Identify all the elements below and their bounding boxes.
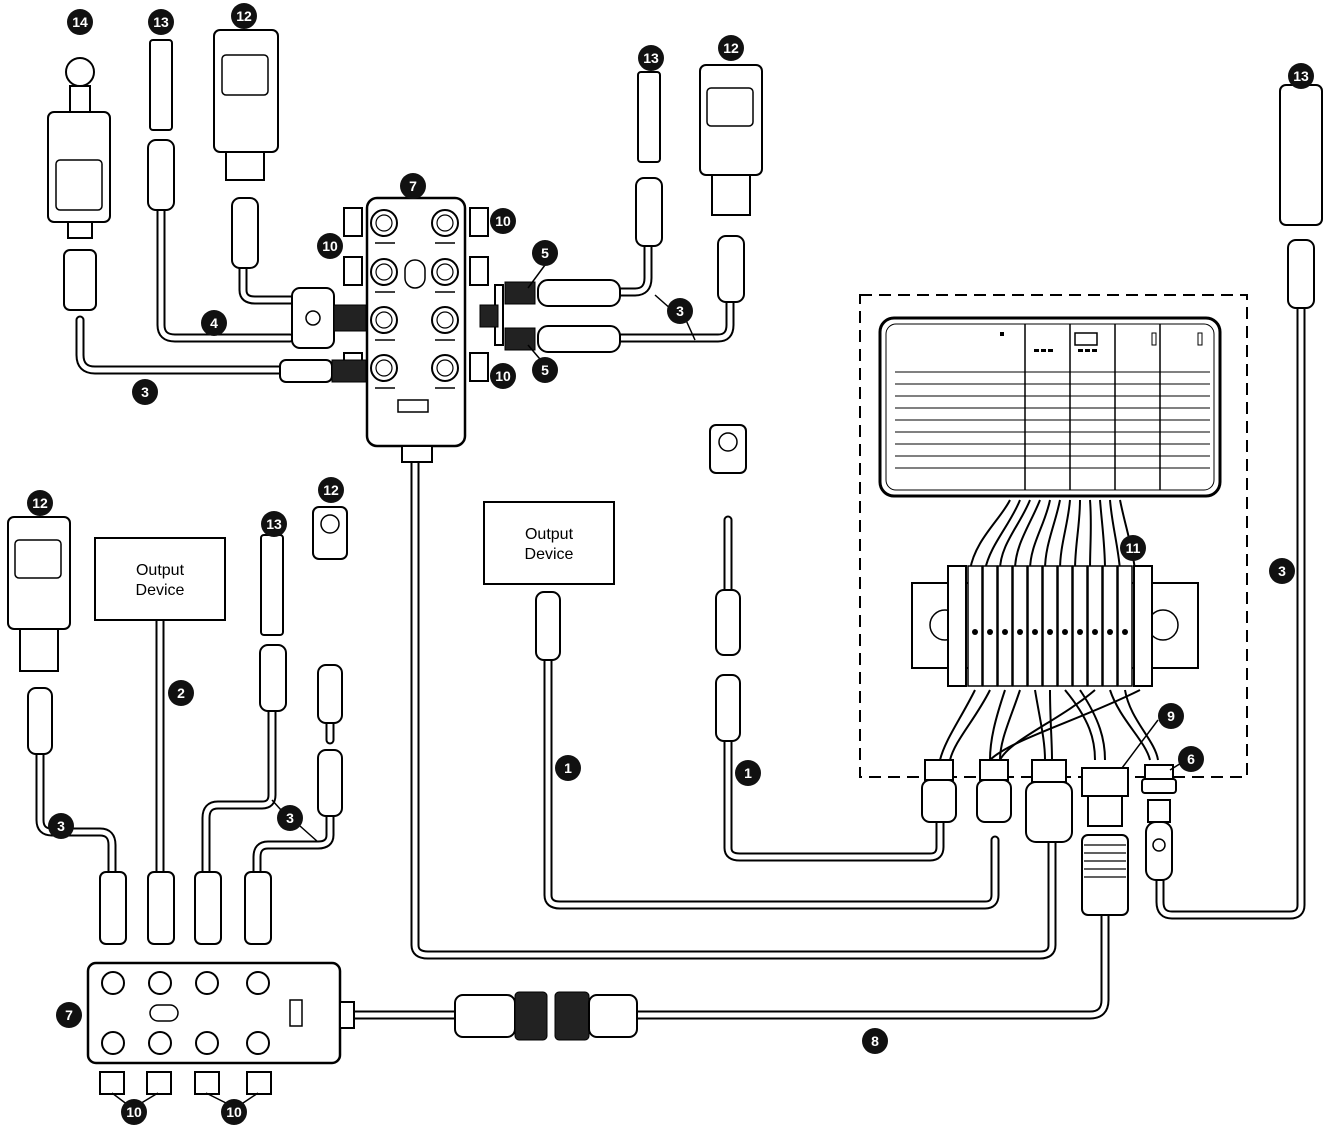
callout-bubble [132, 379, 158, 405]
output-device-2-line1: Output [525, 526, 574, 543]
wire-bundle [939, 499, 1159, 761]
output-device-box-1 [94, 537, 226, 621]
callout-label: 12 [323, 482, 339, 498]
callout-label: 12 [723, 40, 739, 56]
output-device-1-line1: Output [136, 562, 185, 579]
callout-bubble [1288, 63, 1314, 89]
callout-bubble [1158, 703, 1184, 729]
photo-sensor-12-b [699, 64, 763, 303]
callout-bubble [1120, 535, 1146, 561]
callout-bubble [148, 9, 174, 35]
callout-bubble [168, 680, 194, 706]
proximity-sensor-13-a [147, 39, 175, 211]
callout-label: 3 [1278, 563, 1286, 579]
splitter-right [479, 279, 621, 353]
cables [35, 205, 1306, 1020]
callout-bubble [201, 310, 227, 336]
terminal-block-rail [911, 565, 1199, 687]
callout-bubble [261, 511, 287, 537]
callout-bubble [735, 760, 761, 786]
callout-bubble [638, 45, 664, 71]
splitter-left [279, 287, 367, 383]
callout-bubble [667, 298, 693, 324]
callout-label: 13 [266, 516, 282, 532]
callout-label: 1 [744, 765, 752, 781]
output-device-2-line2: Device [525, 546, 574, 563]
callouts: 14 13 12 7 10 10 5 5 10 13 12 3 4 3 13 3 [27, 3, 1314, 1125]
callout-label: 13 [643, 50, 659, 66]
callout-label: 7 [409, 178, 417, 194]
output-device-2-connector [535, 591, 561, 661]
callout-label: 10 [495, 368, 511, 384]
callout-bubble [67, 9, 93, 35]
callout-label: 12 [32, 495, 48, 511]
callout-bubble [221, 1099, 247, 1125]
bottom-hub-plugs [99, 871, 272, 945]
callout-bubble [56, 1002, 82, 1028]
callout-label: 13 [1293, 68, 1309, 84]
callout-bubble [277, 805, 303, 831]
callout-label: 2 [177, 685, 185, 701]
callout-bubble [48, 813, 74, 839]
limit-switch-14 [47, 57, 111, 311]
callout-label: 9 [1167, 708, 1175, 724]
callout-label: 5 [541, 245, 549, 261]
callout-bubble [400, 173, 426, 199]
callout-label: 8 [871, 1033, 879, 1049]
proximity-sensor-13-d [259, 534, 287, 712]
callout-label: 10 [495, 213, 511, 229]
callout-label: 13 [153, 14, 169, 30]
photo-sensor-12-e [312, 506, 348, 817]
proximity-sensor-13-b [635, 71, 663, 247]
callout-label: 10 [322, 238, 338, 254]
callout-label: 1 [564, 760, 572, 776]
callout-label: 7 [65, 1007, 73, 1023]
photo-sensor-12-c [709, 424, 747, 742]
callout-label: 6 [1187, 751, 1195, 767]
photo-sensor-12-a [213, 29, 279, 269]
callout-label: 3 [57, 818, 65, 834]
output-device-1-line2: Device [136, 582, 185, 599]
callout-label: 3 [141, 384, 149, 400]
callout-bubble [532, 357, 558, 383]
proximity-sensor-13-c [1279, 84, 1323, 309]
callout-label: 3 [286, 810, 294, 826]
callout-bubble [318, 477, 344, 503]
callout-bubble [532, 240, 558, 266]
callout-label: 12 [236, 8, 252, 24]
trunk-connectors [454, 991, 638, 1041]
callout-label: 14 [72, 14, 88, 30]
controller-enclosure-dashed-box [859, 294, 1248, 778]
callout-label: 10 [126, 1104, 142, 1120]
callout-label: 5 [541, 362, 549, 378]
callout-bubble [1269, 558, 1295, 584]
callout-bubble [862, 1028, 888, 1054]
callout-bubble [231, 3, 257, 29]
callout-label: 11 [1126, 540, 1141, 556]
cable-glands [921, 759, 1177, 916]
photo-sensor-12-d [7, 516, 71, 755]
callout-label: 4 [210, 315, 218, 331]
callout-bubble [27, 490, 53, 516]
output-device-box-2 [483, 501, 615, 585]
callout-label: 3 [676, 303, 684, 319]
callout-bubble [1178, 746, 1204, 772]
callout-bubble [490, 363, 516, 389]
callout-bubble [490, 208, 516, 234]
callout-bubble [555, 755, 581, 781]
callout-bubble [317, 233, 343, 259]
io-controller-module [878, 316, 1222, 498]
callout-label: 10 [226, 1104, 242, 1120]
distribution-box-bottom [86, 961, 355, 1095]
callout-bubble [718, 35, 744, 61]
callout-bubble [121, 1099, 147, 1125]
